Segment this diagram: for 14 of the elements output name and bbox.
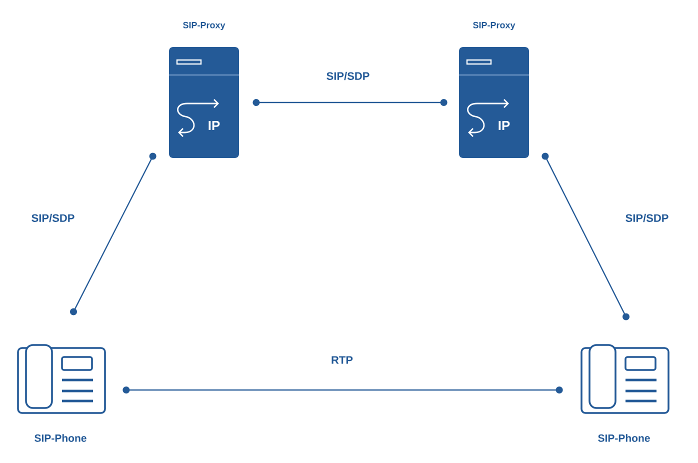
connector-line	[542, 152, 630, 320]
server-label: IP	[498, 121, 510, 130]
edge-label: RTP	[330, 355, 354, 365]
node-title: SIP-Proxy	[183, 22, 226, 30]
connector-line	[252, 99, 448, 106]
node-title: SIP-Proxy	[473, 22, 516, 30]
edge-label: SIP/SDP	[624, 212, 670, 224]
edge-label: SIP/SDP	[325, 70, 371, 82]
server-label: IP	[208, 121, 220, 130]
connector-line	[70, 152, 156, 316]
connector-line	[122, 386, 563, 394]
edge-label: SIP/SDP	[30, 212, 76, 224]
node-title: SIP-Phone	[598, 434, 650, 442]
node-title: SIP-Phone	[34, 434, 86, 442]
